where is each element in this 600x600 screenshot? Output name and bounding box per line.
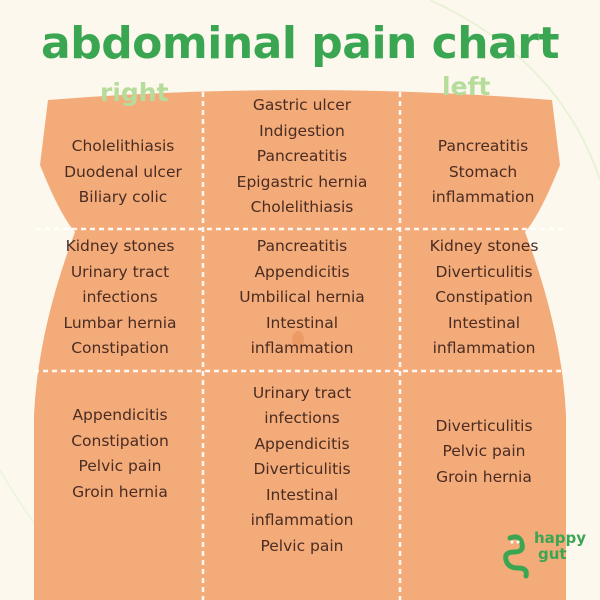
condition-label: Appendicitis	[72, 406, 168, 424]
condition-label: Pancreatitis	[256, 147, 348, 166]
condition-label: Groin hernia	[72, 482, 168, 501]
condition-label: Diverticulitis	[253, 460, 351, 479]
condition-label: Groin hernia	[436, 467, 532, 486]
condition-label: Appendicitis	[254, 262, 350, 281]
condition-label: Constipation	[435, 288, 533, 307]
condition-label: inflammation	[432, 339, 536, 358]
condition-label: Pelvic pain	[78, 457, 162, 475]
condition-label: infections	[264, 409, 340, 428]
condition-label: Gastric ulcer	[252, 96, 352, 115]
condition-label: Diverticulitis	[435, 262, 533, 281]
condition-label: Biliary colic	[78, 188, 168, 207]
condition-label: Urinary tract	[252, 383, 352, 402]
condition-label: Cholelithiasis	[250, 198, 354, 217]
condition-label: Intestinal	[447, 313, 521, 332]
condition-label: Pelvic pain	[260, 536, 344, 555]
condition-label: inflammation	[250, 339, 354, 358]
happy-gut-logo-icon	[503, 534, 529, 579]
condition-label: Diverticulitis	[435, 416, 533, 435]
condition-label: Lumbar hernia	[63, 313, 177, 332]
condition-label: Urinary tract	[70, 262, 170, 281]
condition-label: Constipation	[71, 431, 169, 450]
navel	[292, 331, 304, 349]
condition-label: Epigastric hernia	[236, 172, 368, 191]
condition-label: Pancreatitis	[256, 237, 348, 256]
side-label-left: left	[442, 72, 491, 101]
condition-label: Intestinal	[265, 313, 339, 332]
condition-label: Constipation	[71, 339, 169, 358]
condition-label: Indigestion	[259, 121, 345, 140]
condition-label: Umbilical hernia	[239, 288, 365, 307]
brand-name: happy gut	[534, 530, 586, 562]
condition-label: Stomach	[448, 162, 518, 181]
chart-title: abdominal pain chart	[41, 18, 560, 69]
condition-label: infections	[82, 288, 158, 307]
condition-label: Duodenal ulcer	[64, 162, 182, 181]
condition-label: Appendicitis	[254, 434, 350, 453]
condition-label: Kidney stones	[429, 237, 539, 256]
condition-label: inflammation	[431, 188, 535, 207]
condition-label: Cholelithiasis	[71, 137, 175, 156]
brand-line-2: gut	[538, 545, 567, 563]
condition-label: Pelvic pain	[442, 442, 526, 461]
condition-label: Kidney stones	[65, 237, 175, 256]
condition-label: inflammation	[250, 511, 354, 530]
brand-line-1: happy	[534, 529, 587, 547]
condition-label: Intestinal	[265, 485, 339, 504]
side-label-right: right	[100, 78, 169, 107]
condition-label: Pancreatitis	[437, 137, 529, 156]
